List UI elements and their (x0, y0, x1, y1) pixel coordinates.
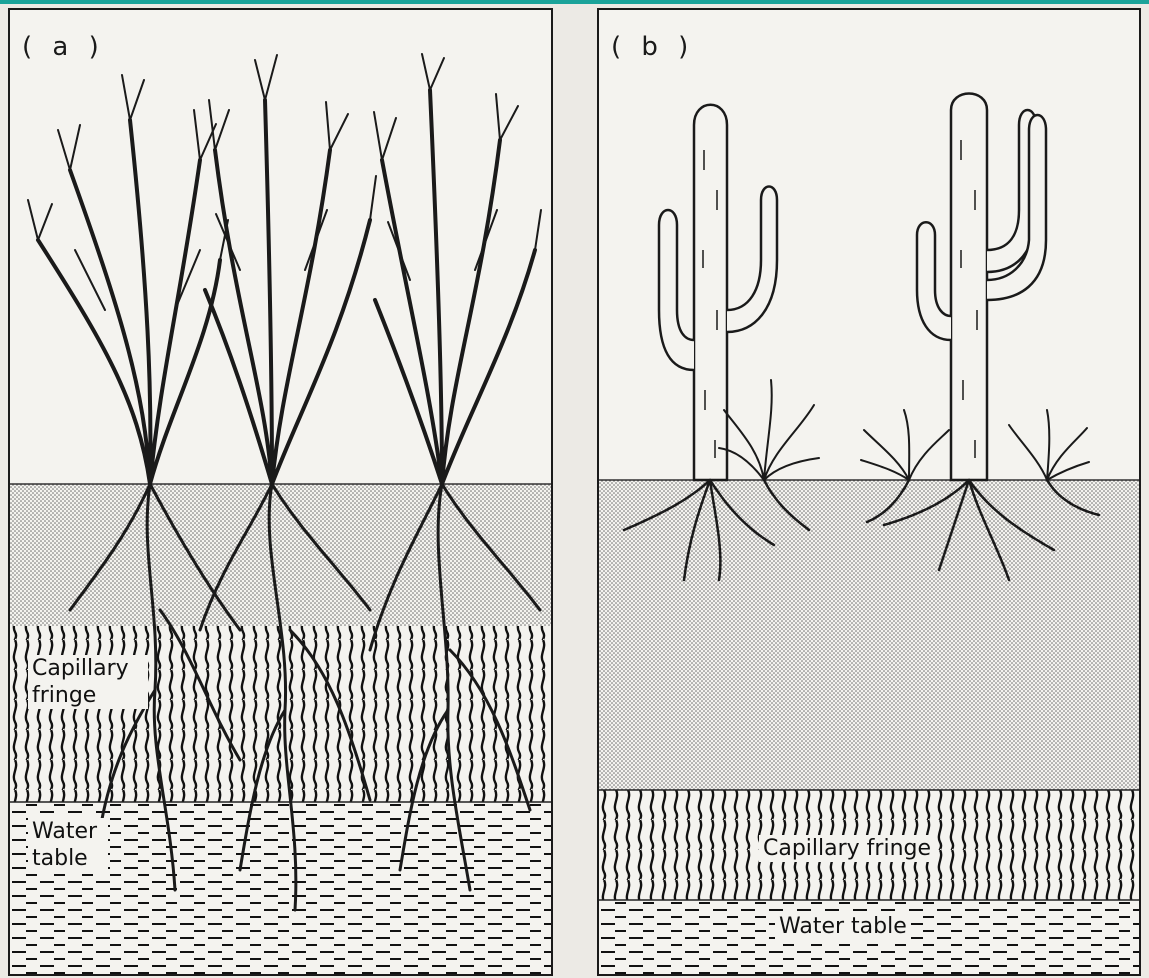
panel-b-illustration (599, 10, 1141, 976)
desert-shrub-3 (1009, 410, 1089, 480)
panel-a-capillary-fringe-label: Capillary fringe (28, 655, 148, 709)
desert-shrub-2 (861, 410, 949, 480)
unsaturated-zone (599, 480, 1141, 790)
panel-b-capillary-fringe-label: Capillary fringe (759, 835, 935, 862)
top-accent-bar (0, 0, 1149, 4)
saguaro-cactus-left (659, 105, 777, 480)
saguaro-cactus-right (917, 94, 1046, 481)
desert-shrub-1 (719, 380, 819, 480)
panel-b: ( b ) Capillary fringe Water table (597, 8, 1141, 976)
panel-a-label: ( a ) (22, 32, 105, 62)
panel-b-water-table-label: Water table (775, 913, 911, 940)
panel-a-water-table-label: Water table (28, 818, 108, 872)
unsaturated-zone (10, 484, 553, 626)
panel-a: ( a ) Capillary fringe Water table (8, 8, 553, 976)
panel-b-label: ( b ) (611, 32, 694, 62)
